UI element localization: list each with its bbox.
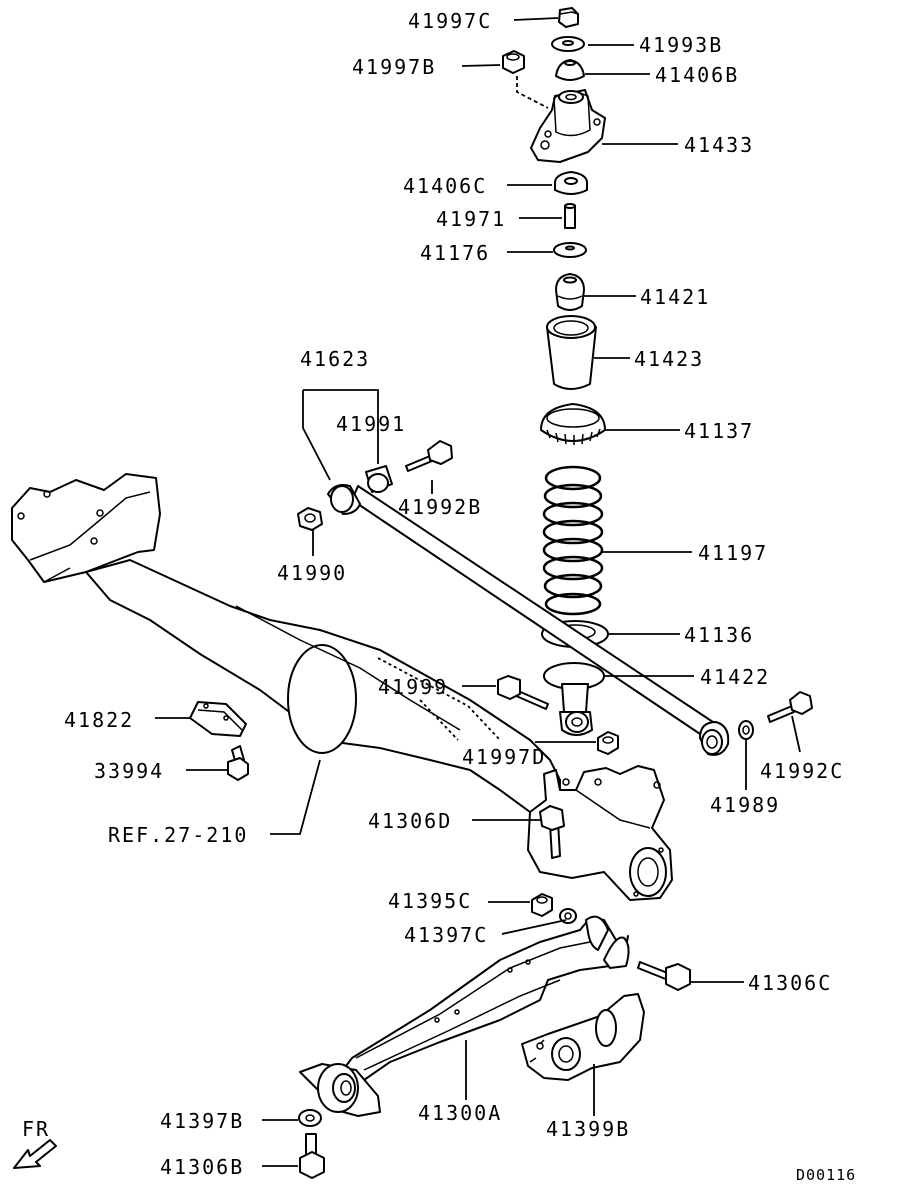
label-41397B: 41397B: [160, 1109, 244, 1133]
bump-stopper-41421: [555, 273, 585, 311]
nut-41989: [738, 720, 754, 740]
label-41999: 41999: [378, 675, 448, 699]
label-41989: 41989: [710, 793, 780, 817]
label-41822: 41822: [64, 708, 134, 732]
label-41993B: 41993B: [639, 33, 723, 57]
bolt-41306C: [637, 961, 691, 991]
label-41422: 41422: [700, 665, 770, 689]
nut-41395C: [531, 893, 553, 917]
label-41397C: 41397C: [404, 923, 488, 947]
rear-subframe-ref-27-210: [11, 473, 673, 901]
nut-41997D: [597, 731, 619, 755]
label-41300A: 41300A: [418, 1101, 502, 1125]
bolt-41306B: [299, 1133, 325, 1179]
bracket-41399B: [521, 993, 645, 1081]
spring-pad-41137: [540, 403, 606, 445]
label-41997D: 41997D: [462, 745, 546, 769]
nut-41990: [297, 507, 323, 531]
label-41423: 41423: [634, 347, 704, 371]
bolt-41999: [497, 675, 549, 710]
label-41992B: 41992B: [398, 495, 482, 519]
label-41991: 41991: [336, 412, 406, 436]
label-41136: 41136: [684, 623, 754, 647]
label-fr: FR: [22, 1117, 50, 1141]
strut-mount-41433: [530, 89, 606, 163]
washer-41397B: [298, 1109, 322, 1127]
label-33994: 33994: [94, 759, 164, 783]
washer-41176: [553, 242, 587, 258]
label-41997B: 41997B: [352, 55, 436, 79]
bushing-41991: [365, 465, 393, 493]
washer-41397C: [559, 908, 577, 924]
washer-41993B: [551, 36, 585, 52]
label-41399B: 41399B: [546, 1117, 630, 1141]
bolt-41306D: [539, 805, 565, 859]
label-41433: 41433: [684, 133, 754, 157]
label-41990: 41990: [277, 561, 347, 585]
bushing-41406B: [555, 59, 585, 81]
label-41306D: 41306D: [368, 809, 452, 833]
bolt-33994: [227, 745, 249, 781]
collar-41971: [564, 203, 576, 229]
label-41137: 41137: [684, 419, 754, 443]
label-41623: 41623: [300, 347, 370, 371]
label-41406B: 41406B: [655, 63, 739, 87]
bolt-41992C: [767, 691, 813, 723]
leader-lines: [155, 17, 801, 1167]
label-ref-27-210: REF.27-210: [108, 823, 248, 847]
label-41197: 41197: [698, 541, 768, 565]
label-41406C: 41406C: [403, 174, 487, 198]
bushing-41406C: [554, 171, 588, 195]
dust-cover-41423: [546, 315, 597, 390]
label-diagram-code: D00116: [796, 1166, 856, 1184]
label-41395C: 41395C: [388, 889, 472, 913]
nut-41997C: [558, 7, 579, 28]
coil-spring-41197: [542, 464, 604, 621]
bracket-41822: [189, 701, 247, 737]
upper-arm-41623: [327, 484, 730, 756]
label-41992C: 41992C: [760, 759, 844, 783]
part-number-labels: 41997C 41993B 41997B 41406B 41433 41406C…: [22, 9, 856, 1184]
label-41306B: 41306B: [160, 1155, 244, 1179]
label-41421: 41421: [640, 285, 710, 309]
label-41971: 41971: [436, 207, 506, 231]
bolt-41992B: [405, 440, 453, 472]
lower-arm-41300A: [299, 915, 630, 1117]
label-41176: 41176: [420, 241, 490, 265]
label-41997C: 41997C: [408, 9, 492, 33]
label-41306C: 41306C: [748, 971, 832, 995]
shock-absorber-41422: [543, 662, 605, 736]
front-direction-arrow: [13, 1139, 57, 1169]
nut-41997B: [502, 50, 525, 74]
